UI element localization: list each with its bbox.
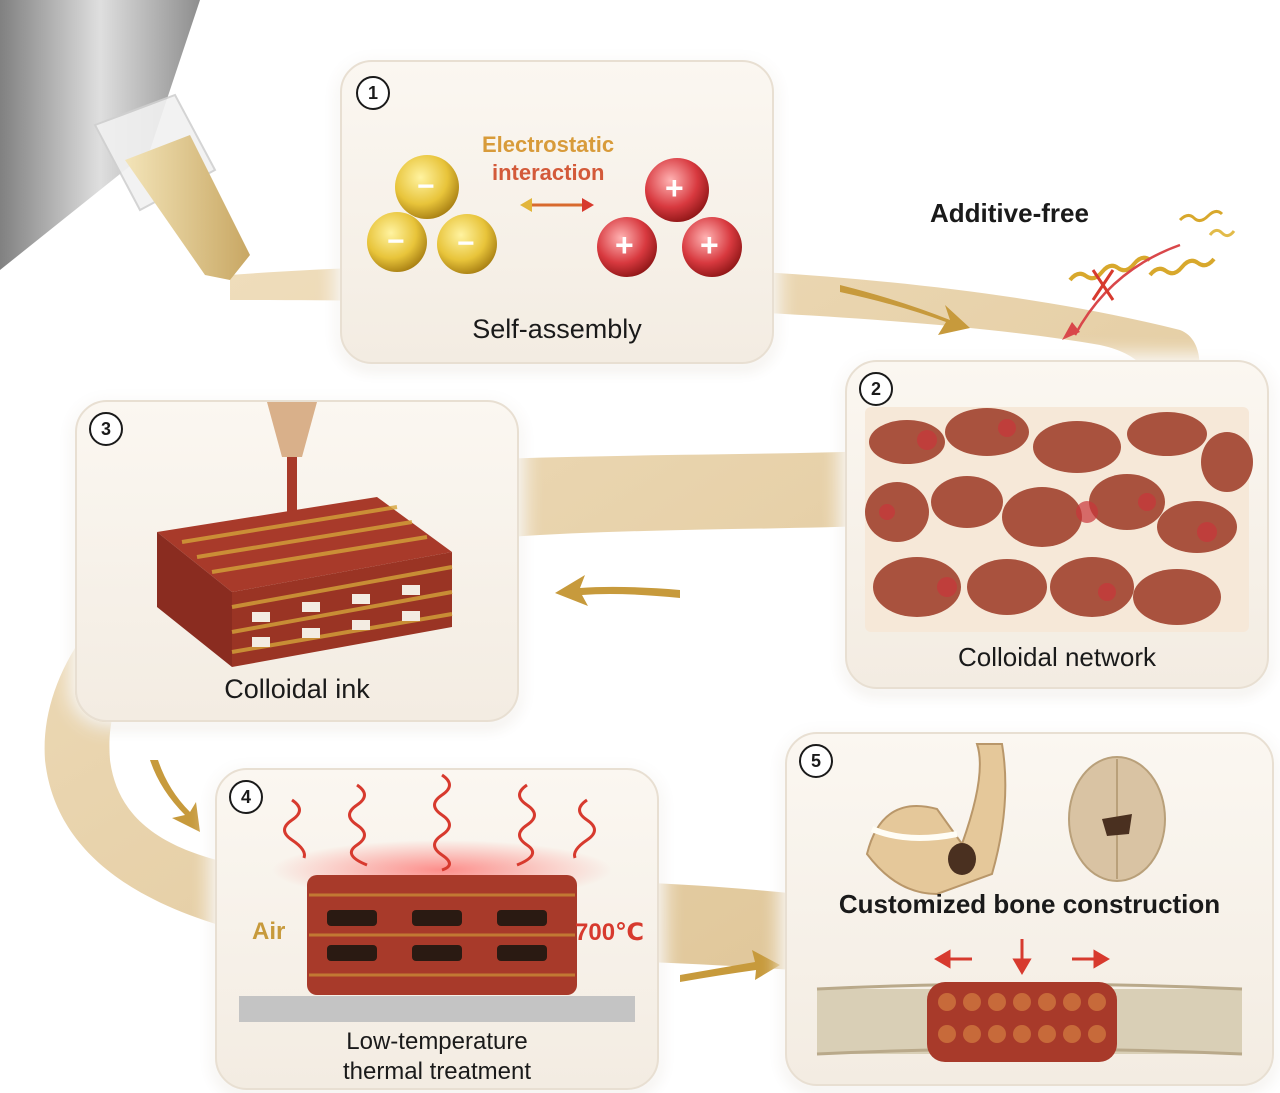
panel-bone-construction: 5 [785,732,1274,1086]
step-caption: Colloidal network [958,642,1156,672]
step-number-3: 3 [89,412,123,446]
step-number-5: 5 [799,744,833,778]
step-caption-line1: Low-temperature [346,1028,528,1055]
step-caption: Customized bone construction [838,889,1221,919]
flow-arrow-icon [150,760,200,832]
particles-illustration [367,155,742,277]
bidirectional-arrow-icon [520,198,594,212]
negative-sign: − [417,170,435,203]
negative-sign: − [387,225,405,258]
flow-band [44,264,1200,990]
ink-printing-illustration [157,402,453,667]
negative-particle-icon [367,155,497,274]
positive-sign: + [615,227,634,263]
positive-sign: + [700,227,719,263]
additive-free-label: Additive-free [930,198,1089,228]
flow-arrow-icon [555,575,680,606]
cross-mark-icon [1091,269,1115,301]
positive-sign: + [665,170,684,206]
colloidal-network-illustration [865,407,1253,632]
skull-icon [1068,756,1166,882]
printed-lattice [157,497,453,667]
additive-free-graphic [1062,209,1236,340]
panel-colloidal-ink: 3 Colloidal ink [75,400,519,722]
nozzle-icon [267,402,317,457]
heated-scaffold [307,875,577,995]
atmosphere-label: Air [252,918,286,945]
panel-colloidal-network: 2 Colloidal network [845,360,1269,689]
step-number-4: 4 [229,780,263,814]
panel-thermal-treatment: 4 [215,768,659,1090]
step-caption: Self-assembly [472,314,642,344]
nozzle-icon [0,0,250,280]
step-number-2: 2 [859,372,893,406]
implanted-scaffold [927,982,1117,1062]
flow-arrow-icon [840,285,970,335]
interaction-label-line2: interaction [492,160,605,185]
negative-sign: − [457,227,475,260]
step-caption-line2: thermal treatment [342,1058,532,1085]
thermal-illustration [239,773,635,1022]
temperature-label: 700℃ [575,919,645,946]
step-number-1: 1 [356,76,390,110]
panel-self-assembly: 1 Electrostatic interaction [340,60,774,364]
step-caption: Colloidal ink [224,674,370,704]
heat-wave-icon [283,773,596,872]
flow-arrow-icon [680,950,780,982]
bone-illustration [816,743,1243,1062]
jaw-bone-icon [865,743,1007,896]
positive-particle-icon [597,158,742,277]
interaction-label-line1: Electrostatic [482,132,615,157]
